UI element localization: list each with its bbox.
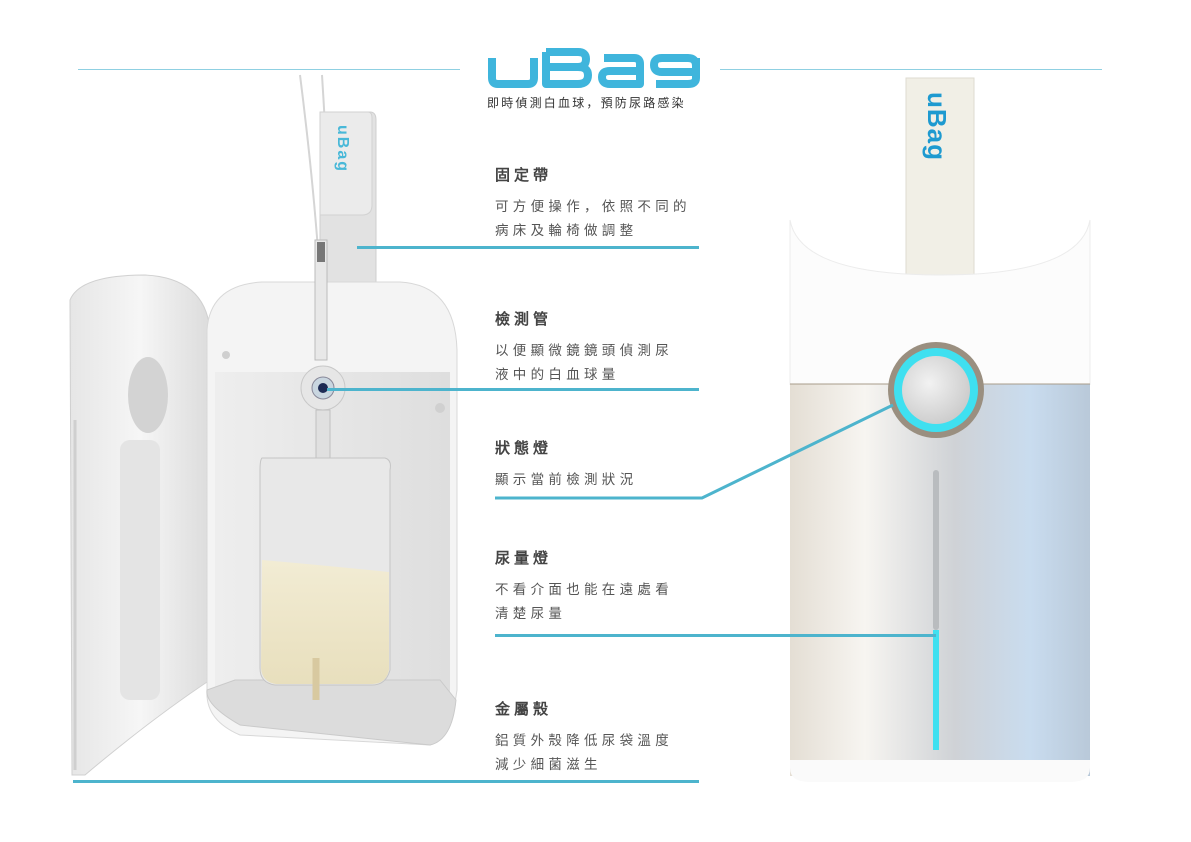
feature-metal-shell: 金屬殼 鋁質外殼降低尿袋溫度 減少細菌滋生 (495, 698, 715, 777)
open-strap-logo: uBag (334, 125, 351, 173)
feature-detection-tube: 檢測管 以便顯微鏡鏡頭偵測尿 液中的白血球量 (495, 308, 715, 387)
feature-desc-line: 顯示當前檢測狀況 (495, 472, 638, 488)
feature-desc-line: 液中的白血球量 (495, 367, 620, 383)
open-device-illustration: uBag (69, 74, 458, 776)
feature-title: 固定帶 (495, 166, 553, 184)
feature-desc-line: 以便顯微鏡鏡頭偵測尿 (495, 343, 673, 359)
header-rule-left (78, 69, 460, 70)
leader-line-strap (357, 246, 699, 249)
closed-strap-logo: uBag (922, 92, 952, 161)
feature-desc-line: 可方便操作，依照不同的 (495, 199, 691, 215)
feature-title: 檢測管 (495, 310, 553, 328)
feature-desc-line: 不看介面也能在遠處看 (495, 582, 673, 598)
feature-title: 金屬殼 (495, 700, 553, 718)
leader-line-detection-tube (327, 388, 699, 391)
brand-logo (486, 46, 706, 90)
header-rule-right (720, 69, 1102, 70)
feature-urine-level-light: 尿量燈 不看介面也能在遠處看 清楚尿量 (495, 547, 715, 626)
feature-title: 狀態燈 (495, 439, 553, 457)
feature-desc-line: 鋁質外殼降低尿袋溫度 (495, 733, 673, 749)
tagline: 即時偵測白血球，預防尿路感染 (487, 96, 686, 110)
feature-status-light: 狀態燈 顯示當前檢測狀況 (495, 437, 715, 492)
feature-desc-line: 清楚尿量 (495, 606, 567, 622)
feature-strap: 固定帶 可方便操作，依照不同的 病床及輪椅做調整 (495, 164, 715, 243)
closed-device-illustration: uBag (789, 77, 1091, 782)
ubag-logo-icon (488, 48, 700, 88)
leader-line-urine-level (495, 634, 936, 637)
leader-line-metal-shell (73, 780, 699, 783)
feature-desc-line: 減少細菌滋生 (495, 757, 602, 773)
feature-desc-line: 病床及輪椅做調整 (495, 223, 638, 239)
feature-title: 尿量燈 (495, 549, 553, 567)
